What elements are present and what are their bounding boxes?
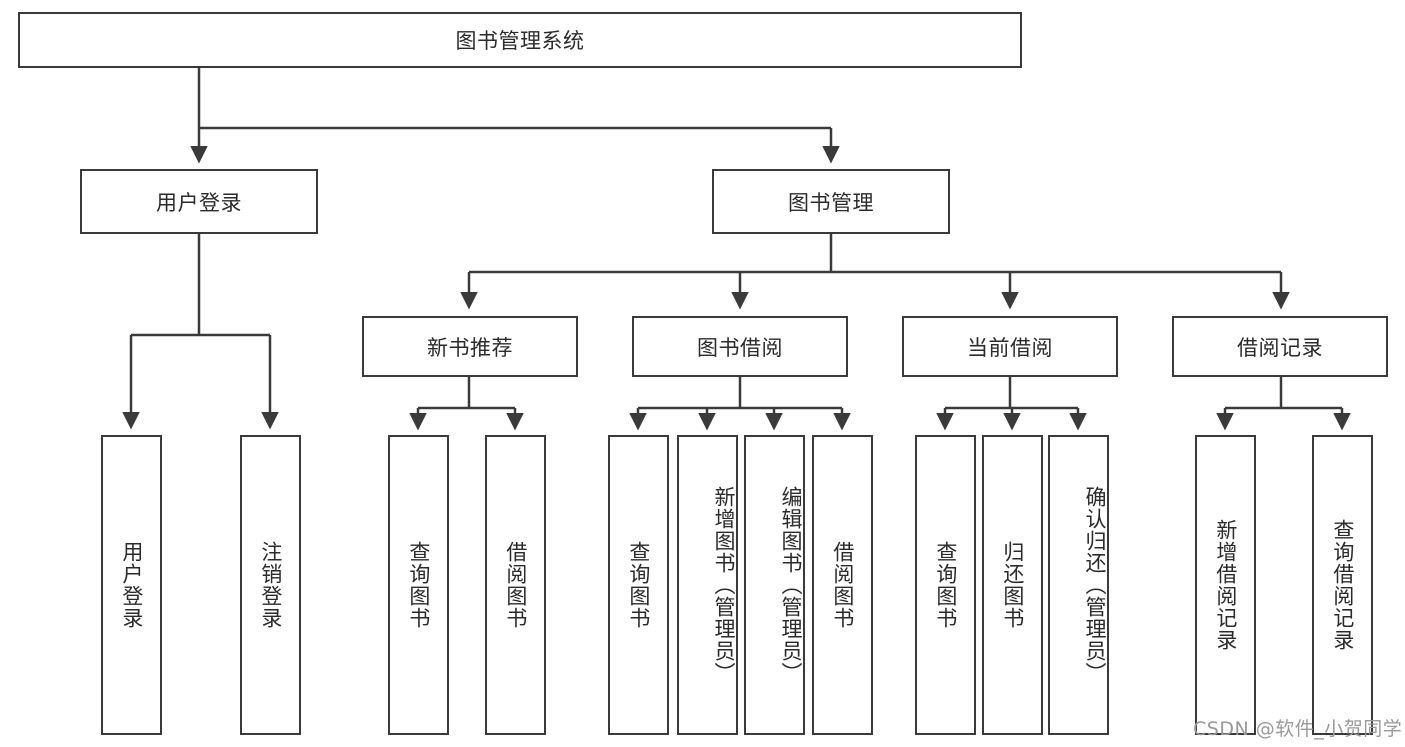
leaf-newbook-query-book-label: 查询图书 [406,541,431,629]
leaf-newbook-query-book[interactable]: 查询图书 [388,435,449,735]
node-book-management[interactable]: 图书管理 [712,169,950,234]
leaf-bookborrow-borrow-book[interactable]: 借阅图书 [812,435,873,735]
node-user-login-label: 用户登录 [156,190,242,215]
leaf-borrowrecords-query-record[interactable]: 查询借阅记录 [1312,435,1373,735]
leaf-user-login-logout[interactable]: 注销登录 [240,435,301,735]
leaf-bookborrow-edit-book[interactable]: 编辑图书（管理员） [744,435,805,735]
leaf-bookborrow-add-book[interactable]: 新增图书（管理员） [677,435,738,735]
node-borrow-records[interactable]: 借阅记录 [1172,316,1388,377]
leaf-currentborrow-confirm-return[interactable]: 确认归还（管理员） [1048,435,1109,735]
leaf-newbook-borrow-book-label: 借阅图书 [503,541,528,629]
node-new-book-recommend-label: 新书推荐 [427,335,513,360]
node-root-system[interactable]: 图书管理系统 [18,12,1022,68]
node-new-book-recommend[interactable]: 新书推荐 [362,316,578,377]
leaf-currentborrow-query-book[interactable]: 查询图书 [915,435,976,735]
leaf-borrowrecords-add-record[interactable]: 新增借阅记录 [1195,435,1256,735]
node-book-borrow-label: 图书借阅 [697,335,783,360]
leaf-borrowrecords-query-record-label: 查询借阅记录 [1330,519,1355,651]
leaf-user-login-login-label: 用户登录 [119,541,144,629]
leaf-bookborrow-query-book-label: 查询图书 [626,541,651,629]
node-root-system-label: 图书管理系统 [455,29,585,53]
node-current-borrow-label: 当前借阅 [967,335,1053,360]
leaf-currentborrow-return-book[interactable]: 归还图书 [982,435,1043,735]
leaf-bookborrow-borrow-book-label: 借阅图书 [830,541,855,629]
leaf-borrowrecords-add-record-label: 新增借阅记录 [1213,519,1238,651]
node-book-management-label: 图书管理 [788,190,874,215]
leaf-bookborrow-query-book[interactable]: 查询图书 [608,435,669,735]
node-borrow-records-label: 借阅记录 [1237,335,1323,360]
leaf-newbook-borrow-book[interactable]: 借阅图书 [485,435,546,735]
node-book-borrow[interactable]: 图书借阅 [632,316,848,377]
node-current-borrow[interactable]: 当前借阅 [902,316,1118,377]
leaf-currentborrow-query-book-label: 查询图书 [933,541,958,629]
leaf-bookborrow-add-book-label: 新增图书（管理员） [712,486,736,684]
leaf-user-login-login[interactable]: 用户登录 [101,435,162,735]
leaf-currentborrow-return-book-label: 归还图书 [1000,541,1025,629]
leaf-currentborrow-confirm-return-label: 确认归还（管理员） [1083,486,1107,684]
node-user-login[interactable]: 用户登录 [80,169,318,234]
leaf-bookborrow-edit-book-label: 编辑图书（管理员） [779,486,803,684]
watermark-text: CSDN @软件_小贺同学 [1193,718,1403,740]
leaf-user-login-logout-label: 注销登录 [258,541,283,629]
